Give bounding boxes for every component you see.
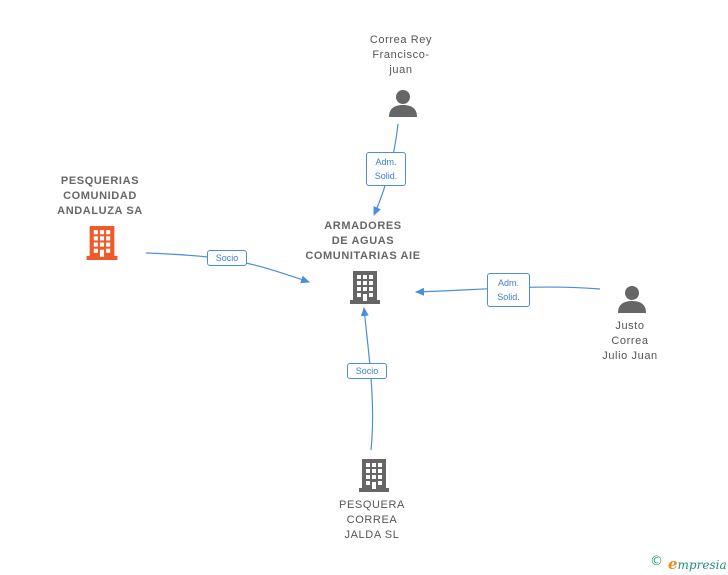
building-icon[interactable] xyxy=(359,458,389,492)
edge-label-adm-solid[interactable]: Adm. Solid. xyxy=(366,152,406,186)
building-icon[interactable] xyxy=(86,225,118,260)
person-icon[interactable] xyxy=(388,88,418,118)
edge-pesquera-to-center xyxy=(360,307,374,451)
pesquerias-company-label[interactable]: PESQUERIAS COMUNIDAD ANDALUZA SA xyxy=(57,175,143,217)
correa-rey-person-label[interactable]: Correa Rey Francisco- juan xyxy=(369,34,433,76)
edge-label-adm-solid[interactable]: Adm. Solid. xyxy=(487,273,530,307)
copyright-symbol: © xyxy=(650,554,663,569)
brand-rest: mpresia xyxy=(677,558,727,572)
person-icon[interactable] xyxy=(617,284,647,314)
center-company-label: ARMADORES DE AGUAS COMUNITARIAS AIE xyxy=(305,220,421,262)
pesquera-company-label[interactable]: PESQUERA CORREA JALDA SL xyxy=(339,499,405,541)
justo-person-label[interactable]: Justo Correa Julio Juan xyxy=(602,320,658,362)
brand-initial: e xyxy=(668,555,678,573)
edge-label-socio[interactable]: Socio xyxy=(207,250,247,266)
edge-label-socio[interactable]: Socio xyxy=(347,363,387,379)
empresia-logo[interactable]: empresia xyxy=(668,555,727,573)
building-icon[interactable] xyxy=(350,270,380,304)
